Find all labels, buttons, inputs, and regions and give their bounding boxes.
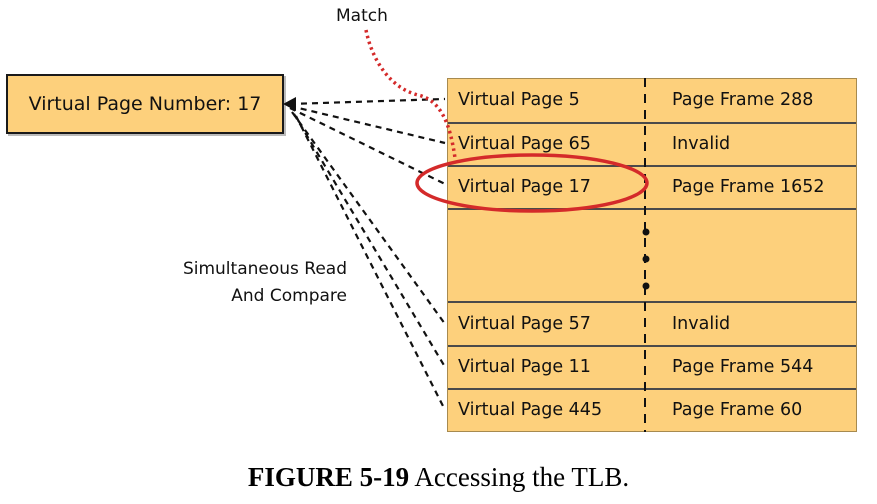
ellipsis-dot bbox=[642, 255, 650, 263]
tlb-row: Virtual Page 57 Invalid bbox=[448, 303, 856, 346]
virtual-page-cell: Virtual Page 65 bbox=[458, 134, 591, 154]
row-divider bbox=[448, 301, 856, 303]
virtual-page-cell: Virtual Page 57 bbox=[458, 314, 591, 334]
compare-line bbox=[289, 107, 446, 185]
ellipsis-dot bbox=[642, 228, 650, 236]
page-frame-cell: Page Frame 60 bbox=[672, 400, 803, 420]
virtual-page-number-label: Virtual Page Number: 17 bbox=[28, 93, 262, 115]
tlb-table: Virtual Page 5 Page Frame 288 Virtual Pa… bbox=[447, 78, 857, 432]
compare-line bbox=[289, 104, 446, 145]
page-frame-cell: Page Frame 544 bbox=[672, 357, 814, 377]
figure-caption: FIGURE 5-19 Accessing the TLB. bbox=[0, 462, 877, 493]
compare-line bbox=[291, 111, 446, 325]
compare-lines bbox=[289, 97, 446, 411]
tlb-row: Virtual Page 11 Page Frame 544 bbox=[448, 346, 856, 389]
compare-line bbox=[289, 97, 446, 106]
simultaneous-read-line1: Simultaneous Read bbox=[182, 259, 347, 279]
match-arrow bbox=[364, 29, 457, 159]
simultaneous-read-line2: And Compare bbox=[231, 286, 347, 306]
row-divider bbox=[448, 208, 856, 210]
figure-caption-text: Accessing the TLB. bbox=[409, 462, 630, 492]
tlb-row: Virtual Page 65 Invalid bbox=[448, 123, 856, 166]
virtual-page-cell: Virtual Page 445 bbox=[458, 400, 603, 420]
page-frame-cell: Page Frame 288 bbox=[672, 90, 814, 110]
row-divider bbox=[448, 388, 856, 390]
tlb-row: Virtual Page 445 Page Frame 60 bbox=[448, 389, 856, 432]
compare-line bbox=[293, 113, 446, 368]
row-divider bbox=[448, 122, 856, 124]
match-highlight-ellipse bbox=[415, 153, 649, 213]
ellipsis-dot bbox=[642, 282, 650, 290]
page-frame-cell: Invalid bbox=[672, 314, 731, 334]
tlb-row: Virtual Page 5 Page Frame 288 bbox=[448, 79, 856, 122]
virtual-page-cell: Virtual Page 11 bbox=[458, 357, 591, 377]
page-frame-cell: Invalid bbox=[672, 134, 731, 154]
virtual-page-cell: Virtual Page 17 bbox=[458, 177, 591, 197]
compare-line bbox=[295, 115, 446, 411]
simultaneous-read-label: Simultaneous Read And Compare bbox=[165, 256, 347, 310]
tlb-row: Virtual Page 17 Page Frame 1652 bbox=[448, 166, 856, 209]
virtual-page-cell: Virtual Page 5 bbox=[458, 90, 580, 110]
arrowhead-icon bbox=[283, 97, 296, 111]
figure-number: FIGURE 5-19 bbox=[247, 462, 410, 492]
match-label: Match bbox=[336, 6, 388, 26]
page-frame-cell: Page Frame 1652 bbox=[672, 177, 825, 197]
row-divider bbox=[448, 345, 856, 347]
row-divider bbox=[448, 165, 856, 167]
